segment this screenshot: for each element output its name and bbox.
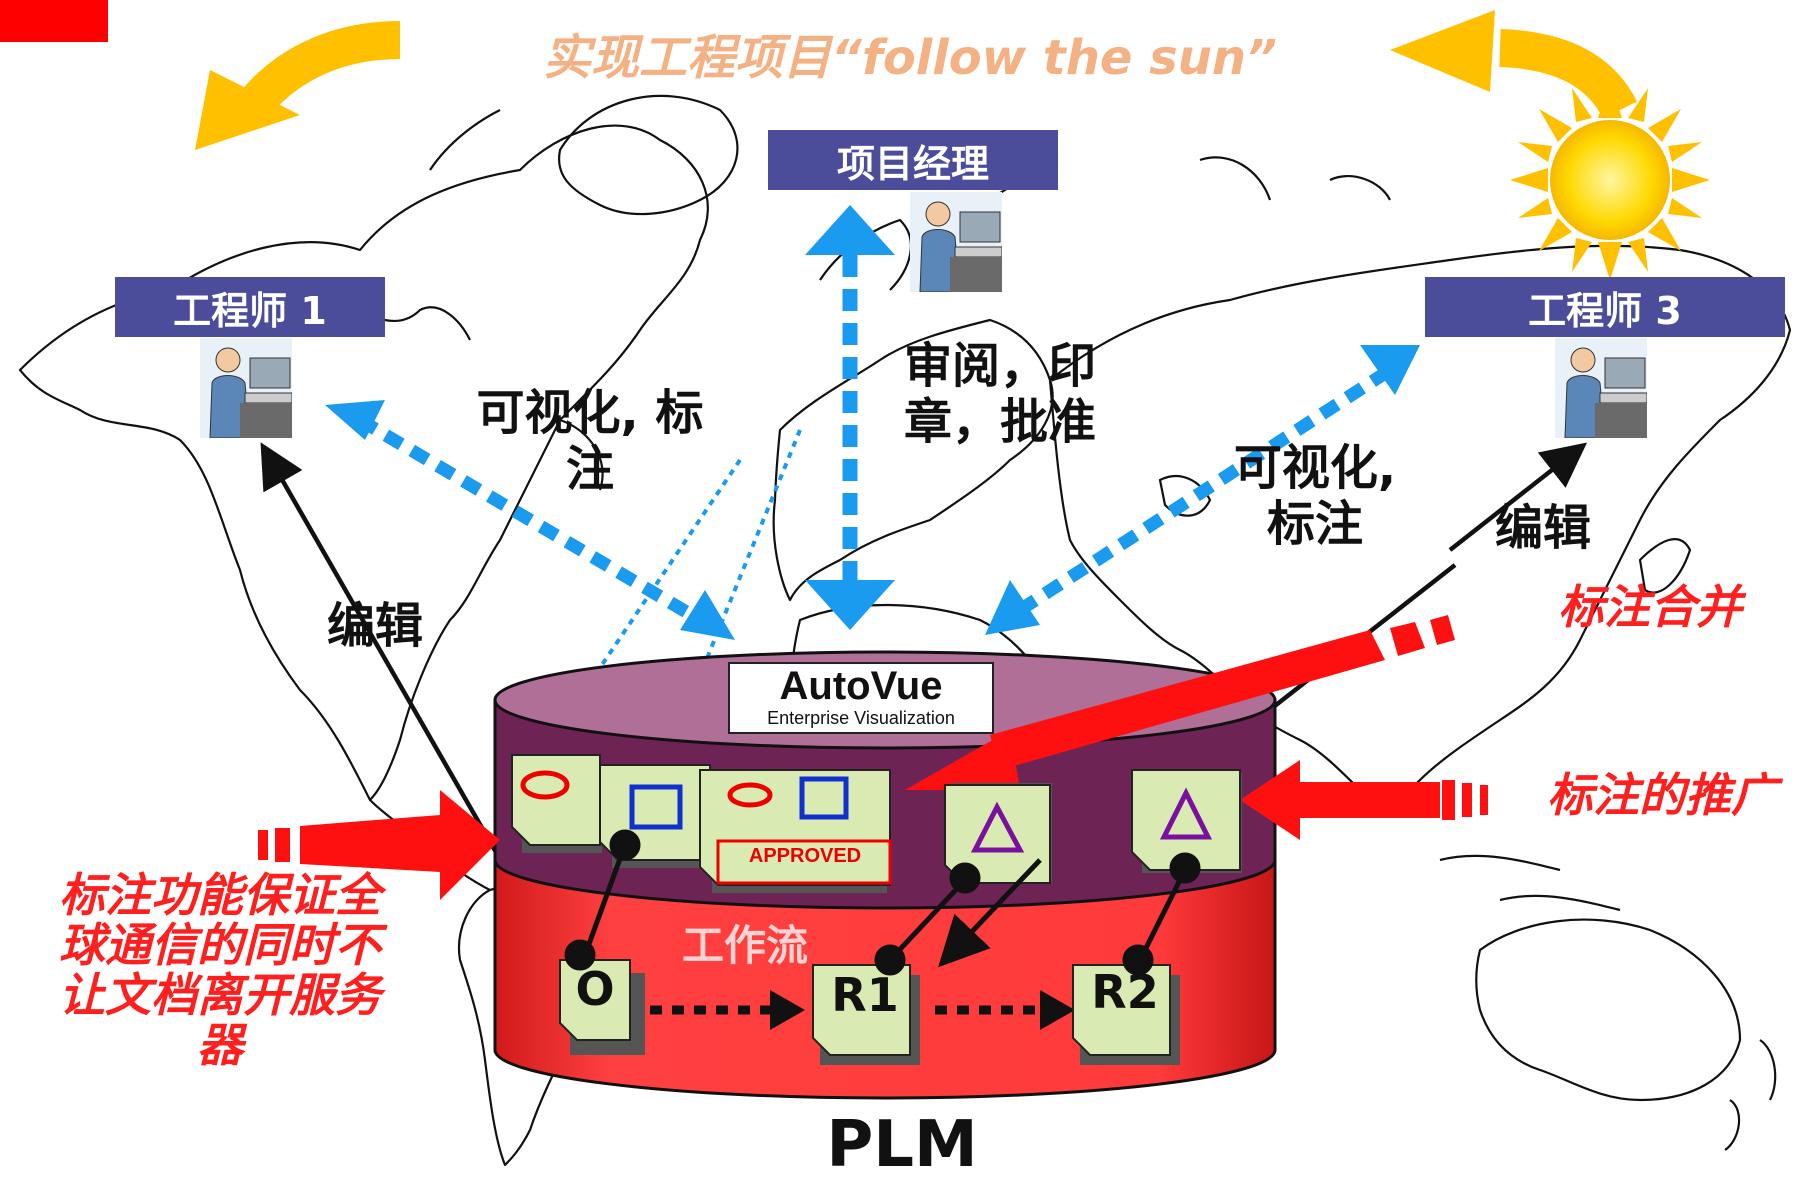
label-guarantee: 标注功能保证全 球通信的同时不 让文档离开服务 器 <box>20 870 420 1070</box>
workflow-documents <box>559 959 1180 1065</box>
label-edit-right: 编辑 <box>1494 500 1591 556</box>
title-banner: 实现工程项目“follow the sun” <box>543 30 1277 86</box>
label-guarantee-line3: 让文档离开服务 <box>59 968 381 1022</box>
red-arrows <box>258 615 1488 900</box>
label-guarantee-line2: 球通信的同时不 <box>59 918 381 972</box>
label-edit-left: 编辑 <box>326 598 423 654</box>
autovue-logo-name: AutoVue <box>779 664 943 708</box>
role-engineer-3: 工程师 3 <box>1425 277 1785 337</box>
autovue-logo: AutoVue Enterprise Visualization <box>728 662 994 734</box>
workflow-label: 工作流 <box>681 921 808 970</box>
label-review-approve: 审阅，印 章，批准 <box>880 338 1120 450</box>
doc-r2: R2 <box>1091 965 1159 1019</box>
label-markup-merge: 标注合并 <box>1558 580 1742 634</box>
doc-o: O <box>575 962 615 1016</box>
label-visualize-markup-right: 可视化, 标注 <box>1205 440 1425 552</box>
label-visualize-markup-left-line2: 注 <box>565 441 614 497</box>
role-project-manager: 项目经理 <box>768 130 1058 190</box>
approved-stamp: APPROVED <box>748 845 862 867</box>
label-markup-promote: 标注的推广 <box>1547 768 1777 822</box>
autovue-logo-sub: Enterprise Visualization <box>767 708 955 728</box>
role-engineer-1: 工程师 1 <box>115 277 385 337</box>
edit-arrow-eng3 <box>1448 442 1588 552</box>
blue-arrow-eng1 <box>356 414 704 626</box>
blue-arrow-eng3 <box>1016 364 1394 616</box>
label-visualize-markup-right-line2: 标注 <box>1266 496 1363 552</box>
label-guarantee-line4: 器 <box>197 1018 243 1072</box>
label-visualize-markup-right-line1: 可视化, <box>1233 440 1397 496</box>
eng3-user-icon <box>1555 338 1647 438</box>
label-review-line2: 章，批准 <box>903 394 1096 450</box>
pm-user-icon <box>910 192 1002 292</box>
markup-documents <box>511 754 1242 893</box>
label-visualize-markup-left: 可视化, 标 注 <box>460 385 720 497</box>
eng1-user-icon <box>200 338 292 438</box>
label-guarantee-line1: 标注功能保证全 <box>59 868 381 922</box>
sun-icon <box>1510 80 1710 280</box>
label-visualize-markup-left-line1: 可视化, 标 <box>476 385 704 441</box>
plm-label: PLM <box>826 1108 978 1182</box>
label-review-line1: 审阅，印 <box>903 338 1096 394</box>
doc-r1: R1 <box>831 968 899 1022</box>
corner-accent <box>0 0 108 42</box>
